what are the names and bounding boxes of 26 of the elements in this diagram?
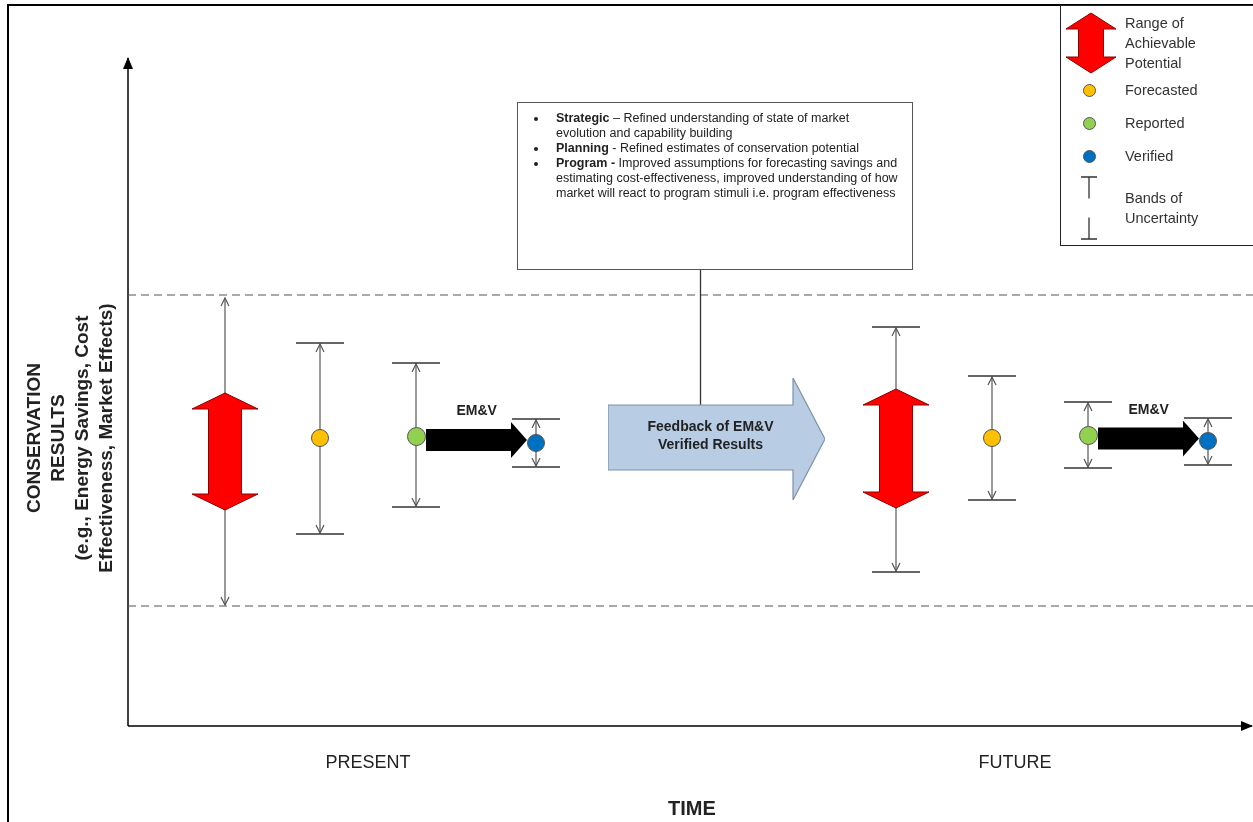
bullet-text: Planning - Refined estimates of conservation potential <box>556 141 859 155</box>
bullet-text: Program - Improved assumptions for forecasting savings and estimating cost-effectiveness, improved understanding of how market will react to program stimuli i.e. program effectiveness <box>556 156 898 200</box>
axis-title: CONSERVATION RESULTS <box>22 362 69 515</box>
arrow-label: Feedback of EM&V Verified Results <box>646 417 775 453</box>
data-point <box>527 434 545 452</box>
legend-label: Bands of Uncertainty <box>1125 189 1200 228</box>
block-arrow <box>608 378 825 500</box>
data-point <box>1199 432 1217 450</box>
axis-title: TIME <box>668 797 716 820</box>
axis-label: PRESENT <box>325 752 411 773</box>
block-arrow <box>1098 420 1199 457</box>
axis-title: (e.g., Energy Savings, Cost Effectiveness, Market Effects) <box>70 302 117 575</box>
data-point <box>1079 426 1098 445</box>
data-point <box>407 427 426 446</box>
leader-line <box>699 269 702 406</box>
bullet-text: Strategic – Refined understanding of state of market evolution and capability building <box>556 111 850 140</box>
data-point <box>983 429 1001 447</box>
legend-label: Range of Achievable Potential <box>1125 14 1197 73</box>
legend-label: Verified <box>1125 147 1175 166</box>
edge-label: EM&V <box>454 402 499 418</box>
data-point <box>311 429 329 447</box>
axis-label: FUTURE <box>978 752 1052 773</box>
block-arrow <box>426 422 527 458</box>
legend-label: Forecasted <box>1125 81 1199 100</box>
note-box <box>517 102 913 270</box>
legend-label: Reported <box>1125 114 1186 133</box>
